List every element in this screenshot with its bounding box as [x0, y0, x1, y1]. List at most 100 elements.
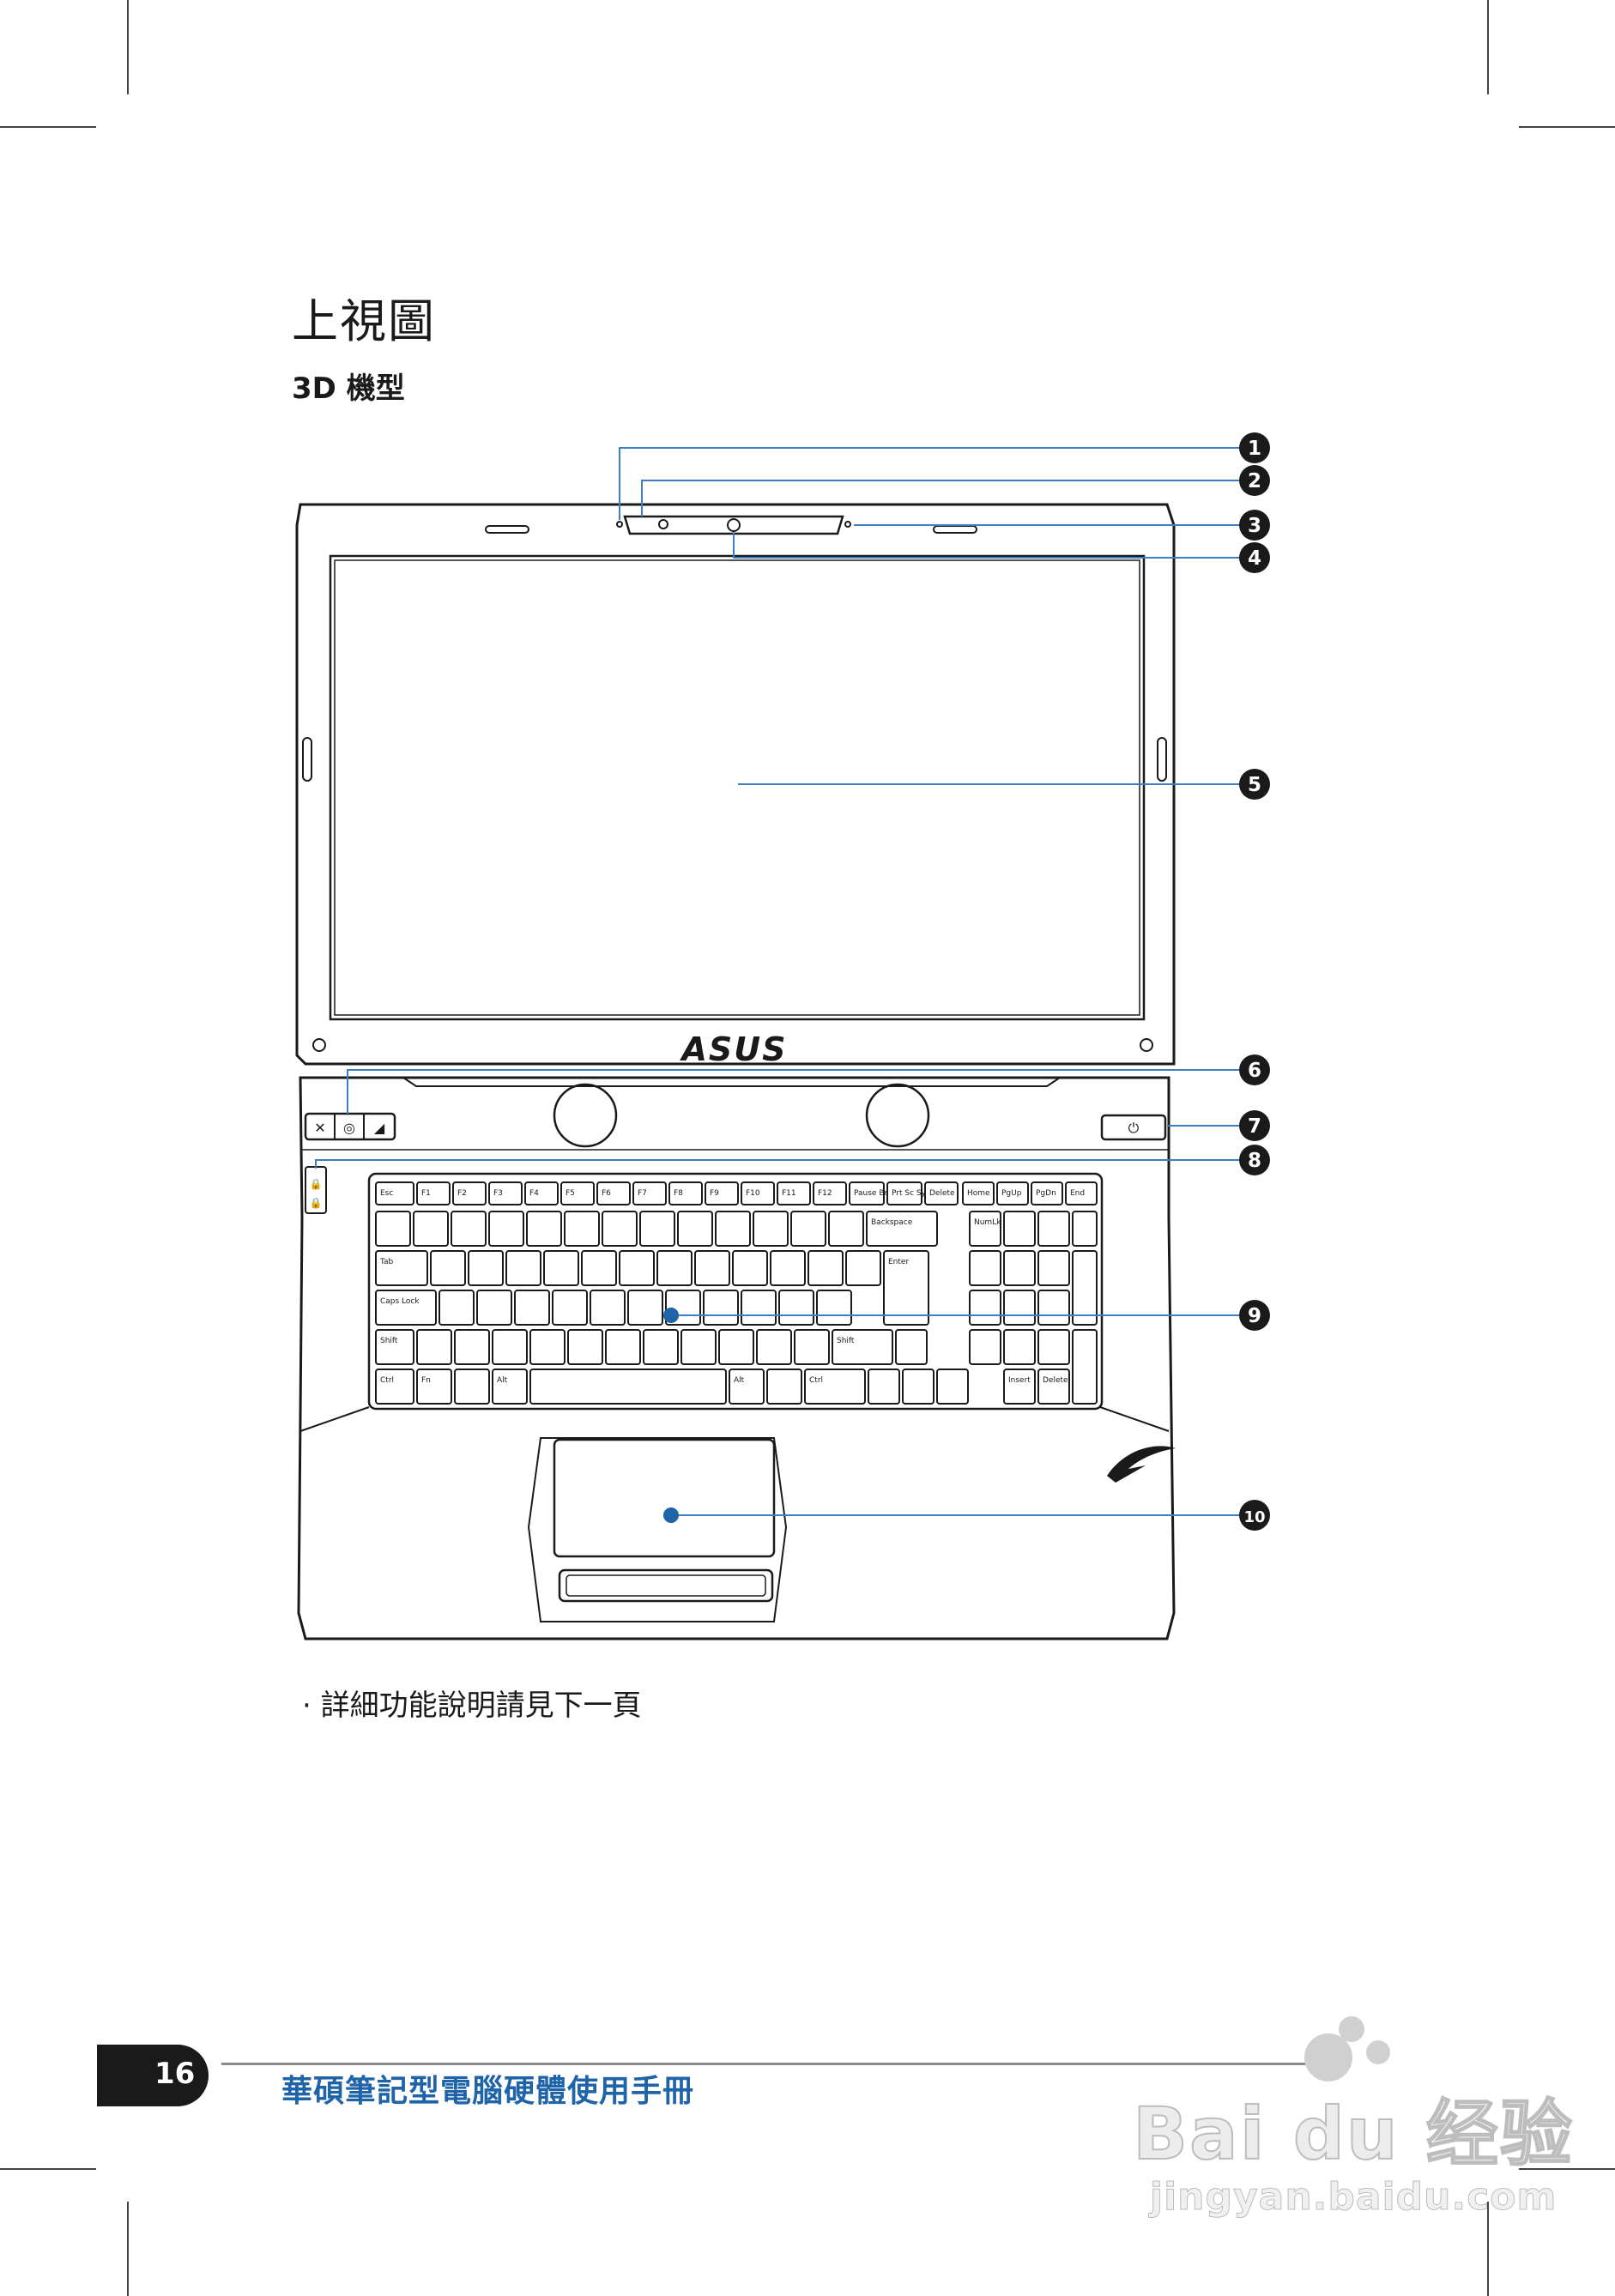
- keyboard-key: [703, 1290, 739, 1326]
- watermark-paw-icon: [1339, 2016, 1364, 2042]
- lock-icon: 🔒: [310, 1197, 323, 1209]
- keyboard-key: [439, 1290, 475, 1326]
- key-label: F7: [638, 1189, 647, 1198]
- callout-label-7: 7: [1248, 1115, 1261, 1138]
- callout-10: [1239, 1500, 1270, 1531]
- callout-9: [1239, 1300, 1270, 1331]
- keyboard-key: [590, 1290, 626, 1326]
- keyboard-key: [756, 1329, 792, 1365]
- keyboard-key: [845, 1250, 881, 1286]
- speaker-left: [553, 1083, 618, 1148]
- watermark-paw-icon: [1304, 2033, 1352, 2082]
- keyboard-key: [718, 1329, 754, 1365]
- base-outline: [297, 1076, 1176, 1640]
- keyboard-key: [451, 1211, 487, 1247]
- lid-screw: [1140, 1038, 1153, 1052]
- keyboard-key: [488, 1211, 524, 1247]
- keyboard-key: [375, 1369, 414, 1405]
- key-label: F1: [421, 1189, 431, 1198]
- keyboard-key: [1065, 1181, 1098, 1205]
- keyboard-key: [514, 1290, 550, 1326]
- camera-lens: [727, 518, 741, 532]
- keyboard-key: [564, 1211, 600, 1247]
- crop-mark: [0, 126, 96, 128]
- keyboard-key: [639, 1211, 675, 1247]
- keyboard-key: [416, 1181, 451, 1205]
- keyboard-key: [375, 1181, 414, 1205]
- camera-light-dot: [844, 521, 851, 528]
- power-button-shape: [1100, 1114, 1167, 1141]
- callout-label-3: 3: [1248, 515, 1261, 537]
- keyboard-key: [1003, 1290, 1036, 1326]
- keyboard-key: [668, 1181, 703, 1205]
- hinge-shape: [300, 1077, 1169, 1087]
- keyboard-key: [902, 1369, 935, 1405]
- page-number: 16: [154, 2057, 196, 2091]
- keyboard-key: [492, 1329, 528, 1365]
- touchpad-button: [558, 1568, 774, 1603]
- keyboard-key: [969, 1290, 1001, 1326]
- keyboard-key: [969, 1329, 1001, 1365]
- keyboard-key: [454, 1329, 490, 1365]
- key-label: Tab: [379, 1258, 394, 1266]
- keyboard-key: [1037, 1250, 1070, 1286]
- key-label: Prt Sc SysRq: [892, 1189, 941, 1198]
- page-number-tab: [97, 2045, 209, 2106]
- keyboard-key: [1031, 1181, 1063, 1205]
- key-label: F9: [710, 1189, 719, 1198]
- keyboard-key: [560, 1181, 595, 1205]
- callout-5: [1239, 769, 1270, 800]
- keyboard-key: [766, 1369, 802, 1405]
- instant-keys-panel: [304, 1112, 396, 1141]
- screen-frame: [329, 554, 1146, 1021]
- keyboard-key: [1072, 1211, 1098, 1247]
- footer-title: 華碩筆記型電腦硬體使用手冊: [281, 2074, 695, 2109]
- note-text: · 詳細功能說明請見下一頁: [302, 1689, 642, 1723]
- palmrest-line: [299, 1406, 1170, 1432]
- keyboard-key: [816, 1290, 852, 1326]
- key-label: Delete: [929, 1189, 955, 1198]
- rog-logo: [1107, 1446, 1176, 1483]
- key-label: Caps Lock: [380, 1297, 420, 1306]
- callout-6: [1239, 1054, 1270, 1085]
- touchpad: [553, 1438, 776, 1558]
- camera-bar: [623, 515, 844, 535]
- footer-rule: [221, 2063, 1320, 2065]
- keyboard-key: [602, 1211, 638, 1247]
- callout-label-4: 4: [1248, 547, 1261, 570]
- key-label: F12: [818, 1189, 832, 1198]
- keyboard-key: [895, 1329, 928, 1365]
- key-label: End: [1070, 1189, 1085, 1198]
- top-grille-left: [485, 525, 529, 534]
- callout-3: [1239, 510, 1270, 541]
- keyboard-key: [996, 1181, 1029, 1205]
- key-label: PgUp: [1001, 1189, 1022, 1198]
- key-label: F5: [566, 1189, 575, 1198]
- lid-side-left: [302, 737, 312, 782]
- keyboard-key: [694, 1250, 730, 1286]
- camera-indicator: [658, 519, 668, 529]
- key-label: PgDn: [1036, 1189, 1056, 1198]
- speaker-right: [865, 1083, 930, 1148]
- keyboard-key: [936, 1369, 969, 1405]
- asus-logo: ASUS: [679, 1030, 787, 1068]
- keyboard-key: [1003, 1329, 1036, 1365]
- keyboard-key: [924, 1181, 959, 1205]
- touchpad-surround: [527, 1437, 788, 1622]
- crop-mark: [1519, 126, 1615, 128]
- keyboard-key: [524, 1181, 559, 1205]
- keyboard-key: [375, 1329, 414, 1365]
- callout-label-1: 1: [1248, 438, 1261, 460]
- keyboard-key: [866, 1211, 938, 1247]
- keyboard-key: [581, 1250, 617, 1286]
- screen-inner: [334, 559, 1140, 1016]
- watermark-url: jingyan.baidu.com: [1149, 2175, 1558, 2220]
- key-label: F3: [493, 1189, 503, 1198]
- watermark-brand: Bai du 经验: [1132, 2091, 1574, 2177]
- callout-2: [1239, 465, 1270, 496]
- keyboard-key: [529, 1369, 727, 1405]
- keyboard-key: [416, 1369, 452, 1405]
- keyboard-key: [790, 1211, 826, 1247]
- keyboard-key: [430, 1250, 466, 1286]
